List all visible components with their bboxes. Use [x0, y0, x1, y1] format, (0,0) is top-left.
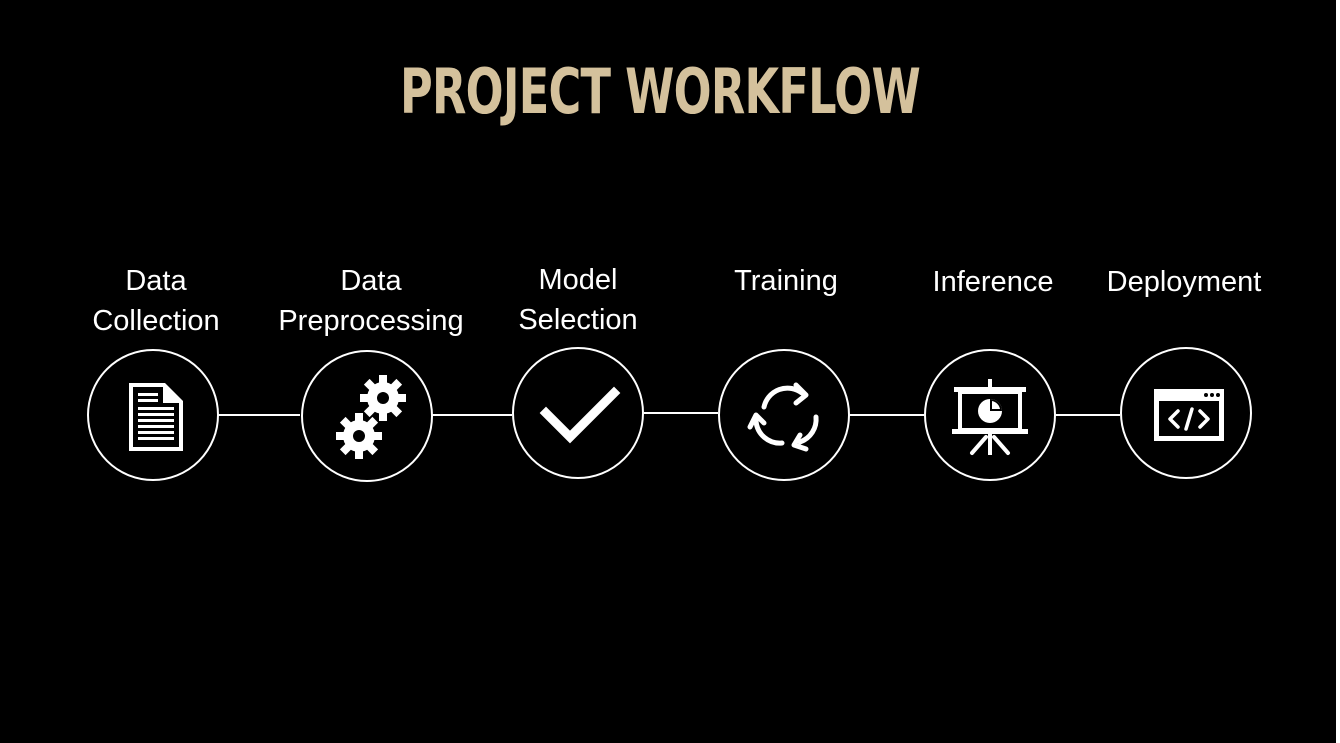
step-label-data-preprocessing: Data Preprocessing [261, 261, 481, 341]
step-node-inference [924, 349, 1056, 481]
code-window-icon [1154, 389, 1224, 441]
connector-line [218, 414, 300, 416]
step-label-inference: Inference [883, 262, 1103, 302]
connector-line [850, 414, 924, 416]
checkmark-icon [539, 386, 621, 444]
step-node-data-collection [87, 349, 219, 481]
slide-title: PROJECT WORKFLOW [399, 55, 921, 128]
step-node-data-preprocessing [301, 350, 433, 482]
window-edge [1336, 0, 1340, 743]
document-icon [129, 383, 183, 451]
connector-line [644, 412, 718, 414]
presentation-board-icon [952, 379, 1028, 455]
step-label-model-selection: Model Selection [468, 260, 688, 340]
step-label-line1: Data [125, 265, 187, 297]
step-node-deployment [1120, 347, 1252, 479]
step-node-model-selection [512, 347, 644, 479]
step-label-line2: Selection [518, 304, 638, 336]
connector-line [1056, 414, 1120, 416]
step-label-deployment: Deployment [1074, 262, 1294, 302]
step-label-line1: Model [538, 264, 618, 296]
step-label-line1: Training [734, 265, 838, 297]
connector-line [432, 414, 512, 416]
refresh-cycle-icon [747, 382, 819, 452]
step-label-line2: Collection [92, 305, 220, 337]
step-label-training: Training [676, 261, 896, 301]
step-label-line1: Data [340, 265, 402, 297]
step-label-line1: Deployment [1106, 266, 1262, 298]
step-node-training [718, 349, 850, 481]
gears-icon [336, 375, 406, 459]
step-label-data-collection: Data Collection [46, 261, 266, 341]
step-label-line2: Preprocessing [278, 305, 464, 337]
step-label-line1: Inference [932, 266, 1054, 298]
